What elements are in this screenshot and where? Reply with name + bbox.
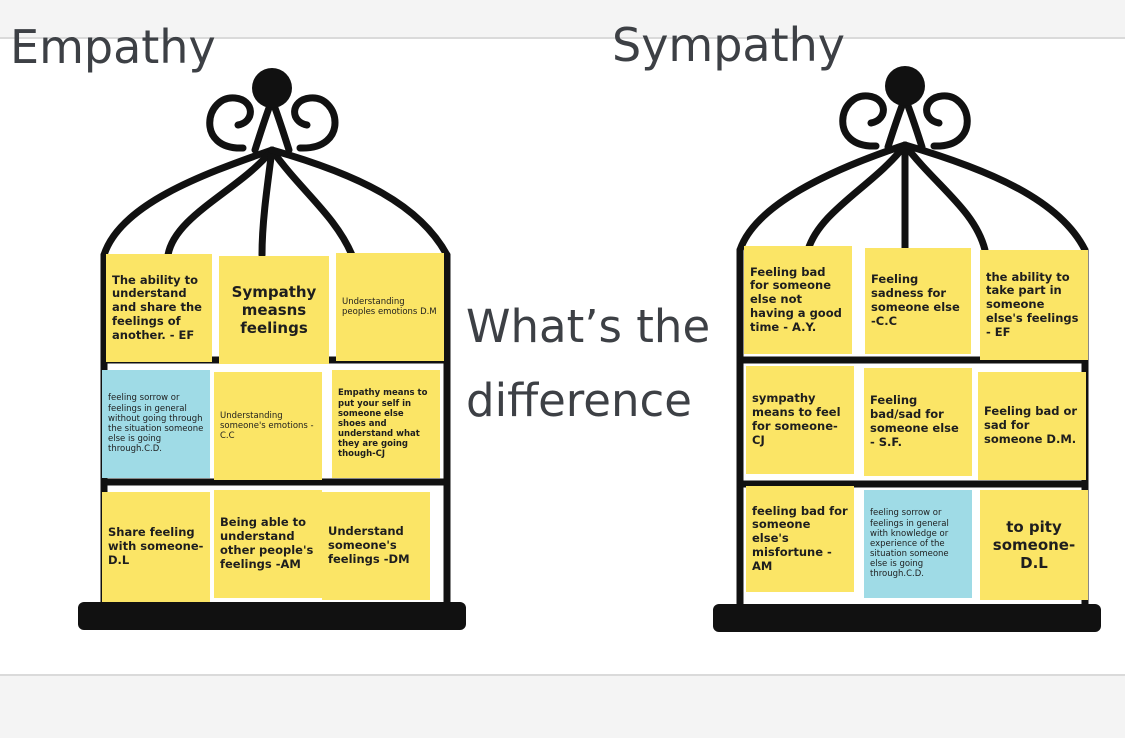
sticky-note[interactable]: to pity someone- D.L	[980, 490, 1088, 600]
sticky-note[interactable]: feeling bad for someone else's misfortun…	[746, 486, 854, 592]
sticky-note[interactable]: Understanding peoples emotions D.M	[336, 253, 444, 361]
cage-knobs	[252, 66, 925, 108]
sticky-note[interactable]: feeling sorrow or feelings in general wi…	[102, 370, 210, 478]
sticky-note[interactable]: Understanding someone's emotions -C.C	[214, 372, 322, 480]
cage-bases	[78, 602, 1101, 632]
sticky-note[interactable]: Feeling bad for someone else not having …	[744, 246, 852, 354]
sticky-note[interactable]: Feeling bad/sad for someone else - S.F.	[864, 368, 972, 476]
sticky-note[interactable]: Sympathy measns feelings	[219, 256, 329, 364]
question-line-1: What’s the	[466, 300, 711, 353]
sticky-note[interactable]: sympathy means to feel for someone-CJ	[746, 366, 854, 474]
empathy-title: Empathy	[10, 20, 216, 74]
sticky-note[interactable]: feeling sorrow or feelings in general wi…	[864, 490, 972, 598]
sticky-note[interactable]: Feeling sadness for someone else -C.C	[865, 248, 971, 354]
question-line-2: difference	[466, 374, 692, 427]
sticky-note[interactable]: Understand someone's feelings -DM	[322, 492, 430, 600]
sticky-note[interactable]: Empathy means to put your self in someon…	[332, 370, 440, 478]
sticky-note[interactable]: Being able to understand other people's …	[214, 490, 322, 598]
sympathy-title: Sympathy	[612, 18, 846, 72]
sticky-note[interactable]: the ability to take part in someone else…	[980, 250, 1088, 360]
sticky-note[interactable]: The ability to understand and share the …	[106, 254, 212, 362]
sticky-note[interactable]: Share feeling with someone- D.L	[102, 492, 210, 602]
question-text: What’s the difference	[466, 290, 746, 438]
sticky-note[interactable]: Feeling bad or sad for someone D.M.	[978, 372, 1086, 480]
